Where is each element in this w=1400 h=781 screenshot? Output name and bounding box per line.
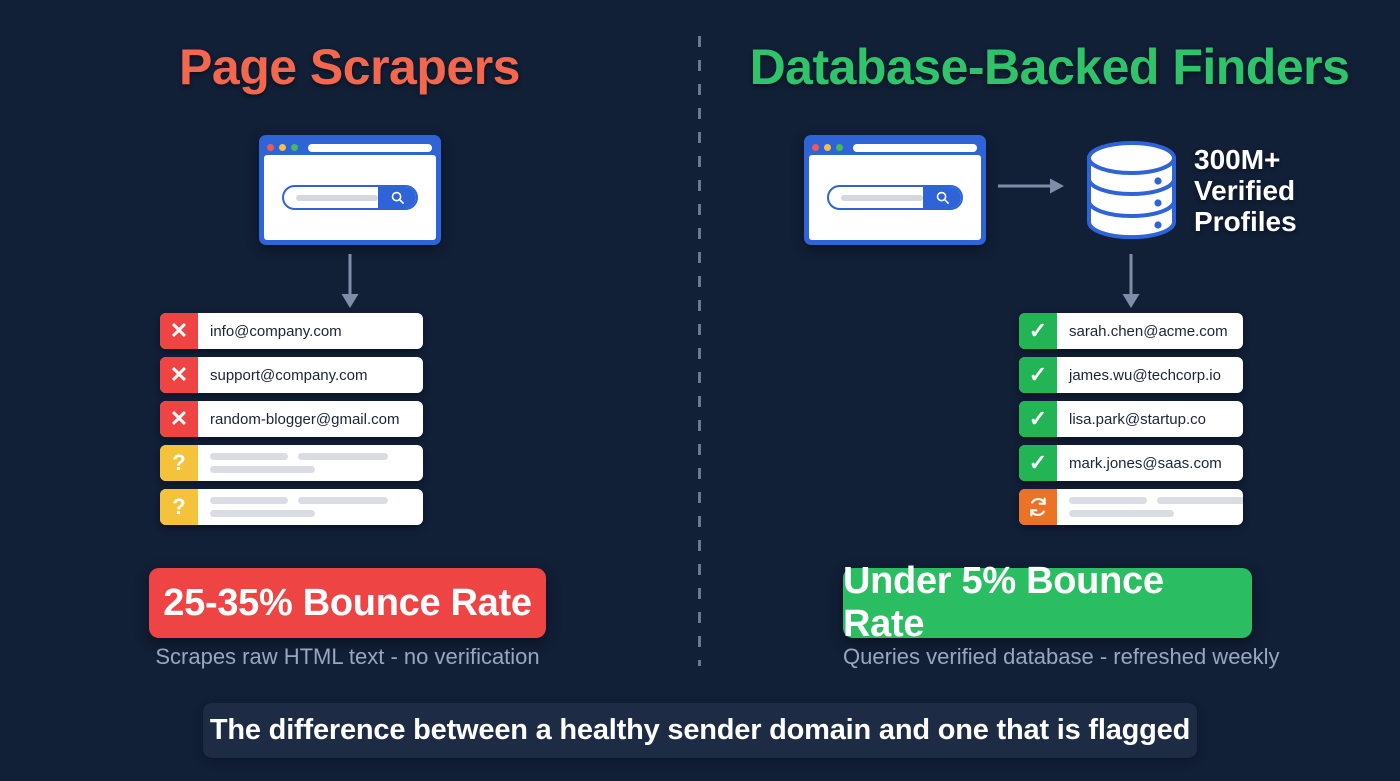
cross-icon: ✕ [169, 362, 189, 387]
search-icon [936, 191, 949, 204]
left-caption: Scrapes raw HTML text - no verification [155, 644, 540, 669]
list-item[interactable]: ✓ mark.jones@saas.com [1019, 445, 1243, 481]
email-address: info@company.com [210, 322, 342, 340]
skeleton-line-row [1069, 497, 1243, 504]
database-stat-word-profiles: Profiles [1194, 206, 1297, 237]
refresh-icon [1030, 497, 1046, 517]
browser-titlebar [264, 140, 436, 155]
left-column-title: Page Scrapers [179, 39, 520, 95]
left-flow-arrow-down-icon [341, 254, 359, 308]
check-icon: ✓ [1028, 318, 1048, 343]
skeleton-bar [1069, 510, 1174, 517]
database-stat-word-verified: Verified [1194, 175, 1296, 206]
list-item[interactable]: ✕ support@company.com [160, 357, 423, 393]
email-address: mark.jones@saas.com [1069, 454, 1222, 472]
skeleton-bar [298, 497, 388, 504]
cross-icon: ✕ [169, 318, 189, 343]
column-divider [698, 36, 701, 666]
traffic-light-green-icon [291, 144, 298, 151]
placeholder-content [198, 445, 423, 481]
footer-banner: The difference between a healthy sender … [203, 703, 1197, 758]
status-badge-verified: ✓ [1019, 313, 1057, 349]
question-mark-icon: ? [172, 450, 186, 475]
skeleton-bar [1069, 497, 1147, 504]
skeleton-bar [298, 453, 388, 460]
skeleton-bar [1157, 497, 1243, 504]
right-column-title: Database-Backed Finders [749, 39, 1350, 95]
check-icon: ✓ [1028, 450, 1048, 475]
email-address: james.wu@techcorp.io [1069, 366, 1221, 384]
browser-viewport [809, 155, 981, 240]
list-item[interactable] [1019, 489, 1243, 525]
right-caption: Queries verified database - refreshed we… [843, 644, 1280, 669]
browser-to-database-arrow-icon [998, 178, 1064, 194]
left-browser-window [259, 135, 441, 245]
status-badge-invalid: ✕ [160, 357, 198, 393]
check-icon: ✓ [1028, 406, 1048, 431]
email-address: random-blogger@gmail.com [210, 410, 400, 428]
list-item[interactable]: ✓ james.wu@techcorp.io [1019, 357, 1243, 393]
search-icon [391, 191, 404, 204]
skeleton-line-row [210, 497, 409, 504]
placeholder-content [1057, 489, 1243, 525]
check-icon: ✓ [1028, 362, 1048, 387]
status-badge-unknown: ? [160, 445, 198, 481]
list-item[interactable]: ✓ lisa.park@startup.co [1019, 401, 1243, 437]
status-badge-invalid: ✕ [160, 401, 198, 437]
list-item[interactable]: ✕ random-blogger@gmail.com [160, 401, 423, 437]
cross-icon: ✕ [169, 406, 189, 431]
left-results-list: ✕ info@company.com ✕ support@company.com… [160, 313, 423, 533]
address-bar [853, 143, 977, 152]
status-badge-refreshing [1019, 489, 1057, 525]
skeleton-line-row [210, 453, 409, 460]
status-badge-unknown: ? [160, 489, 198, 525]
browser-viewport [264, 155, 436, 240]
skeleton-bar [210, 466, 315, 473]
placeholder-content [198, 489, 423, 525]
question-mark-icon: ? [172, 494, 186, 519]
skeleton-bar [210, 510, 315, 517]
right-bounce-rate-banner: Under 5% Bounce Rate [843, 560, 1252, 645]
search-bar [282, 185, 418, 210]
traffic-light-red-icon [812, 144, 819, 151]
browser-titlebar [809, 140, 981, 155]
database-cylinder-icon [1087, 141, 1176, 240]
status-badge-verified: ✓ [1019, 401, 1057, 437]
status-badge-verified: ✓ [1019, 445, 1057, 481]
search-placeholder-line [296, 194, 378, 201]
database-stat-count: 300M+ [1194, 144, 1281, 175]
email-address: sarah.chen@acme.com [1069, 322, 1228, 340]
email-address: lisa.park@startup.co [1069, 410, 1206, 428]
status-badge-invalid: ✕ [160, 313, 198, 349]
database-stat-label: 300M+ Verified Profiles [1194, 144, 1394, 237]
list-item[interactable]: ? [160, 445, 423, 481]
list-item[interactable]: ✓ sarah.chen@acme.com [1019, 313, 1243, 349]
search-bar [827, 185, 963, 210]
left-bounce-rate-banner: 25-35% Bounce Rate [149, 568, 546, 638]
traffic-light-yellow-icon [824, 144, 831, 151]
right-flow-arrow-down-icon [1122, 254, 1140, 308]
status-badge-verified: ✓ [1019, 357, 1057, 393]
search-placeholder-line [841, 194, 923, 201]
email-address: support@company.com [210, 366, 368, 384]
traffic-light-yellow-icon [279, 144, 286, 151]
search-button [923, 187, 961, 208]
address-bar [308, 143, 432, 152]
right-browser-window [804, 135, 986, 245]
traffic-light-green-icon [836, 144, 843, 151]
skeleton-bar [210, 497, 288, 504]
right-results-list: ✓ sarah.chen@acme.com ✓ james.wu@techcor… [1019, 313, 1243, 533]
skeleton-bar [210, 453, 288, 460]
traffic-light-red-icon [267, 144, 274, 151]
list-item[interactable]: ? [160, 489, 423, 525]
search-button [378, 187, 416, 208]
list-item[interactable]: ✕ info@company.com [160, 313, 423, 349]
